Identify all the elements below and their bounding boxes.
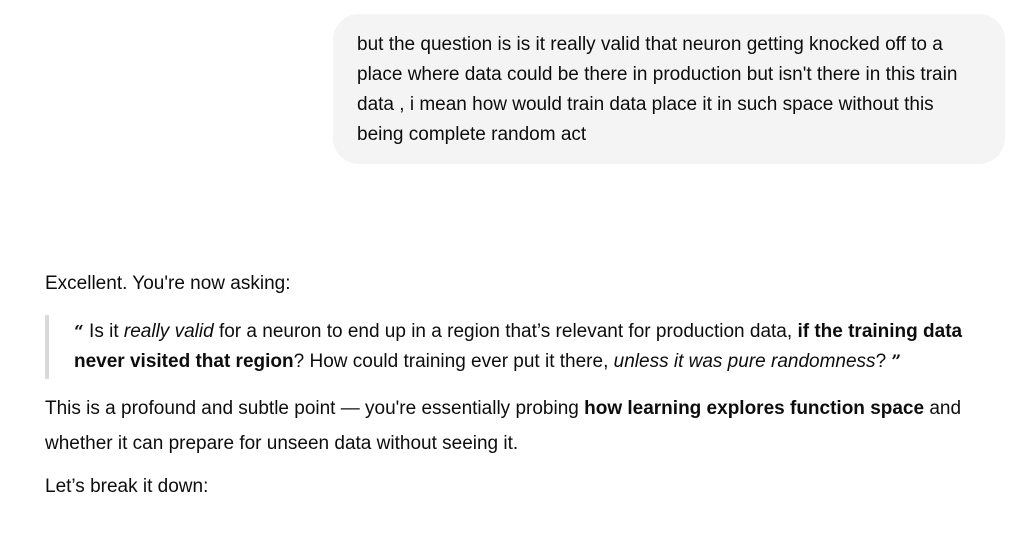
- quote-italic-segment: really valid: [123, 321, 214, 342]
- paragraph-text-segment: and whether it can prepare for unseen da…: [45, 398, 962, 454]
- quote-text-segment: for a neuron to end up in a region that’…: [213, 321, 798, 342]
- quote-text-segment: ? How could training ever put it there,: [293, 351, 614, 372]
- assistant-intro: Excellent. You're now asking:: [45, 273, 291, 294]
- assistant-message: Excellent. You're now asking: “ Is it re…: [45, 266, 1000, 504]
- user-message-text: but the question is is it really valid t…: [357, 34, 958, 145]
- paragraph-text-segment: This is a profound and subtle point — yo…: [45, 398, 585, 419]
- assistant-paragraph: This is a profound and subtle point — yo…: [45, 391, 1000, 461]
- close-quote-mark: ”: [891, 352, 902, 372]
- quote-text-segment: ?: [875, 351, 892, 372]
- quote-bold-segment: if the training data never visited that …: [74, 321, 963, 372]
- open-quote-mark: “: [74, 322, 84, 342]
- blockquote: “ Is it really valid for a neuron to end…: [45, 315, 1000, 379]
- assistant-closing-line: Let’s break it down:: [45, 476, 209, 497]
- user-message-bubble: but the question is is it really valid t…: [333, 14, 1005, 164]
- paragraph-bold-segment: how learning explores function space: [584, 398, 925, 419]
- quote-text-segment: Is it: [83, 321, 124, 342]
- quote-italic-segment: unless it was pure randomness: [613, 351, 876, 372]
